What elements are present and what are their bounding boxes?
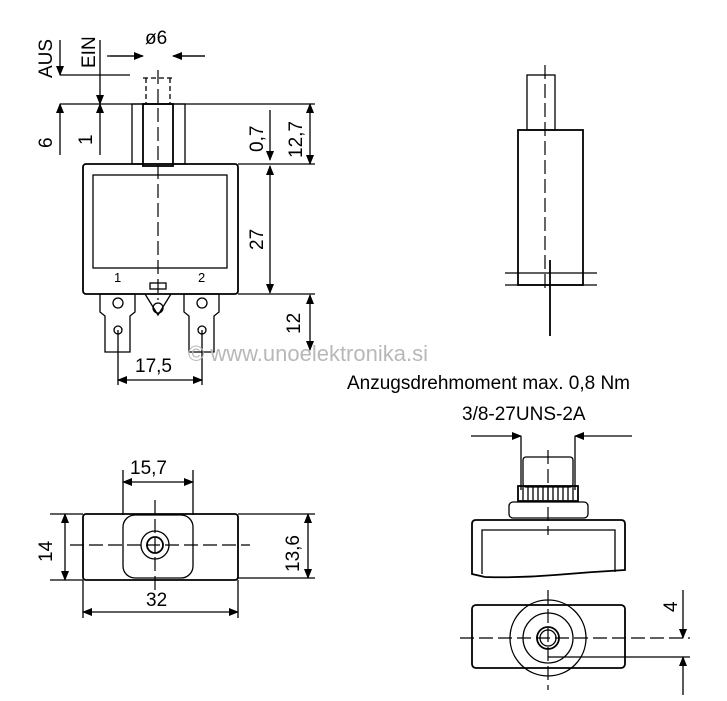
dim-4-label: 4 xyxy=(661,601,682,612)
dim-27-label: 27 xyxy=(247,229,268,250)
dim-17-5-label: 17,5 xyxy=(135,356,172,377)
mount-view: Anzugsdrehmoment max. 0,8 Nm 3/8-27UNS-2… xyxy=(347,373,690,695)
dim-12-7-label: 12,7 xyxy=(286,121,307,158)
thread-note: 3/8-27UNS-2A xyxy=(462,404,586,425)
dim-12-label: 12 xyxy=(284,313,305,334)
aus-label: AUS xyxy=(36,39,57,78)
dim-0-7-label: 0,7 xyxy=(247,126,268,152)
dim-32-label: 32 xyxy=(146,590,167,611)
torque-note: Anzugsdrehmoment max. 0,8 Nm xyxy=(347,373,630,394)
terminal-1-label: 1 xyxy=(114,270,121,285)
watermark: © www.unoelektronika.si xyxy=(188,341,428,366)
terminal-2-label: 2 xyxy=(198,270,205,285)
dim-6-label: 6 xyxy=(36,137,57,148)
dim-1-label: 1 xyxy=(76,134,97,145)
dim-14-label: 14 xyxy=(36,540,57,562)
diameter-6-label: ø6 xyxy=(145,28,167,49)
front-view: 1 2 AUS EIN ø6 6 1 0,7 12,7 27 12 17,5 xyxy=(36,28,315,385)
ein-label: EIN xyxy=(79,36,100,68)
dim-15-7-label: 15,7 xyxy=(130,458,167,479)
dim-13-6-label: 13,6 xyxy=(283,535,304,572)
side-view xyxy=(505,65,597,336)
top-view: 15,7 14 13,6 32 xyxy=(36,458,315,618)
